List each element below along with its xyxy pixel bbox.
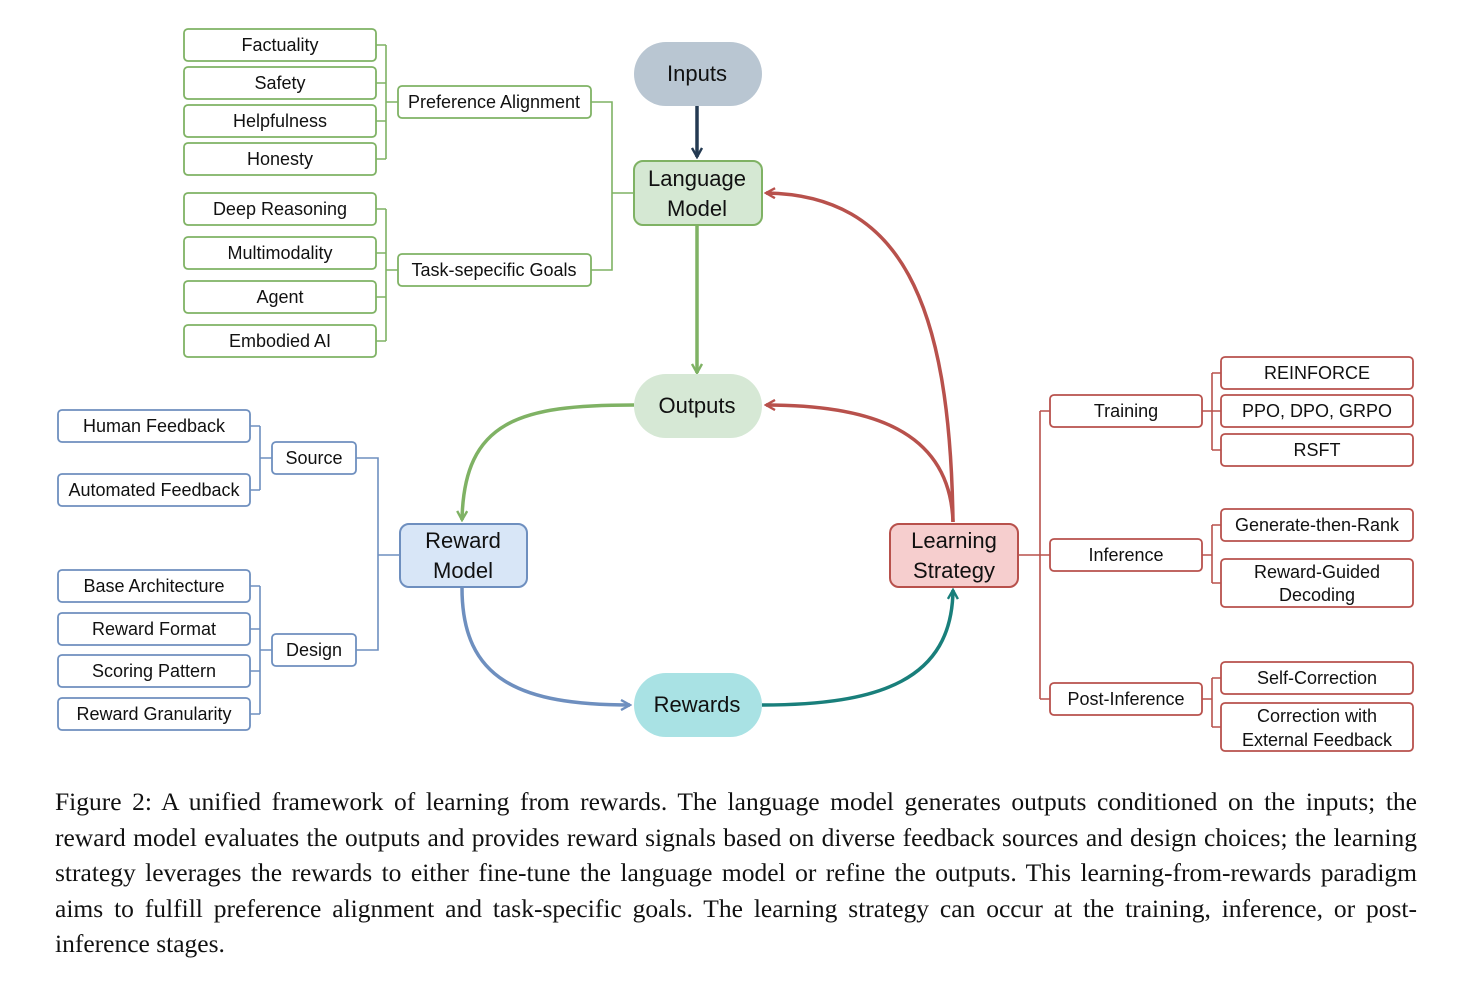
design-group: [57, 569, 357, 731]
reward-guided-decoding-line2: Decoding: [1279, 585, 1355, 605]
embodied-ai-item: Embodied AI: [229, 331, 331, 351]
framework-diagram: Inputs Language Model Outputs Reward Mod…: [57, 28, 1414, 752]
task-goals-label: Task-sepecific Goals: [411, 260, 576, 280]
automated-feedback-item: Automated Feedback: [68, 480, 240, 500]
source-group: [57, 409, 357, 507]
agent-item: Agent: [256, 287, 303, 307]
factuality-item: Factuality: [241, 35, 318, 55]
generate-then-rank-item: Generate-then-Rank: [1235, 515, 1400, 535]
rewards-to-learning-strategy-arrow: [761, 590, 953, 707]
reward-granularity-item: Reward Granularity: [76, 704, 231, 724]
correction-external-feedback-line2: External Feedback: [1242, 730, 1393, 750]
task-goals-group: [183, 192, 592, 358]
reward-model-label-line1: Reward: [425, 528, 501, 553]
rsft-item: RSFT: [1294, 440, 1341, 460]
reward-model-connectors: [250, 425, 400, 715]
rewards-label: Rewards: [654, 692, 741, 717]
rewards-node: Rewards: [634, 673, 762, 737]
design-label: Design: [286, 640, 342, 660]
reward-guided-decoding-line1: Reward-Guided: [1254, 562, 1380, 582]
source-label: Source: [285, 448, 342, 468]
safety-item: Safety: [254, 73, 305, 93]
outputs-label: Outputs: [658, 393, 735, 418]
task-connectors: [376, 208, 398, 342]
multimodality-item: Multimodality: [227, 243, 332, 263]
learning-strategy-label-line2: Strategy: [913, 558, 995, 583]
inputs-node: Inputs: [634, 42, 762, 106]
reward-model-label-line2: Model: [433, 558, 493, 583]
reinforce-item: REINFORCE: [1264, 363, 1370, 383]
deep-reasoning-item: Deep Reasoning: [213, 199, 347, 219]
learning-strategy-to-outputs-arrow: [766, 405, 955, 523]
language-model-label-line2: Model: [667, 196, 727, 221]
reward-format-item: Reward Format: [92, 619, 216, 639]
helpfulness-item: Helpfulness: [233, 111, 327, 131]
learning-strategy-connectors: [1018, 372, 1221, 728]
learning-strategy-branches: [1049, 356, 1414, 752]
reward-model-node: Reward Model: [399, 523, 528, 588]
learning-strategy-node: Learning Strategy: [889, 523, 1019, 588]
human-feedback-item: Human Feedback: [83, 416, 226, 436]
preference-alignment-group: [183, 28, 592, 176]
learning-strategy-label-line1: Learning: [911, 528, 997, 553]
learning-strategy-to-language-model-arrow: [766, 193, 955, 523]
inference-label: Inference: [1088, 545, 1163, 565]
base-architecture-item: Base Architecture: [83, 576, 224, 596]
figure-caption: Figure 2: A unified framework of learnin…: [55, 787, 1417, 958]
honesty-item: Honesty: [247, 149, 313, 169]
reward-model-to-rewards-arrow: [460, 587, 630, 705]
post-inference-label: Post-Inference: [1067, 689, 1184, 709]
language-model-label-line1: Language: [648, 166, 746, 191]
preference-connectors: [376, 44, 634, 271]
self-correction-item: Self-Correction: [1257, 668, 1377, 688]
correction-external-feedback-line1: Correction with: [1257, 706, 1377, 726]
outputs-to-reward-model-arrow: [462, 403, 635, 520]
outputs-node: Outputs: [634, 374, 762, 438]
inputs-label: Inputs: [667, 61, 727, 86]
preference-alignment-label: Preference Alignment: [408, 92, 580, 112]
language-model-node: Language Model: [633, 160, 763, 226]
scoring-pattern-item: Scoring Pattern: [92, 661, 216, 681]
training-label: Training: [1094, 401, 1158, 421]
ppo-dpo-grpo-item: PPO, DPO, GRPO: [1242, 401, 1392, 421]
